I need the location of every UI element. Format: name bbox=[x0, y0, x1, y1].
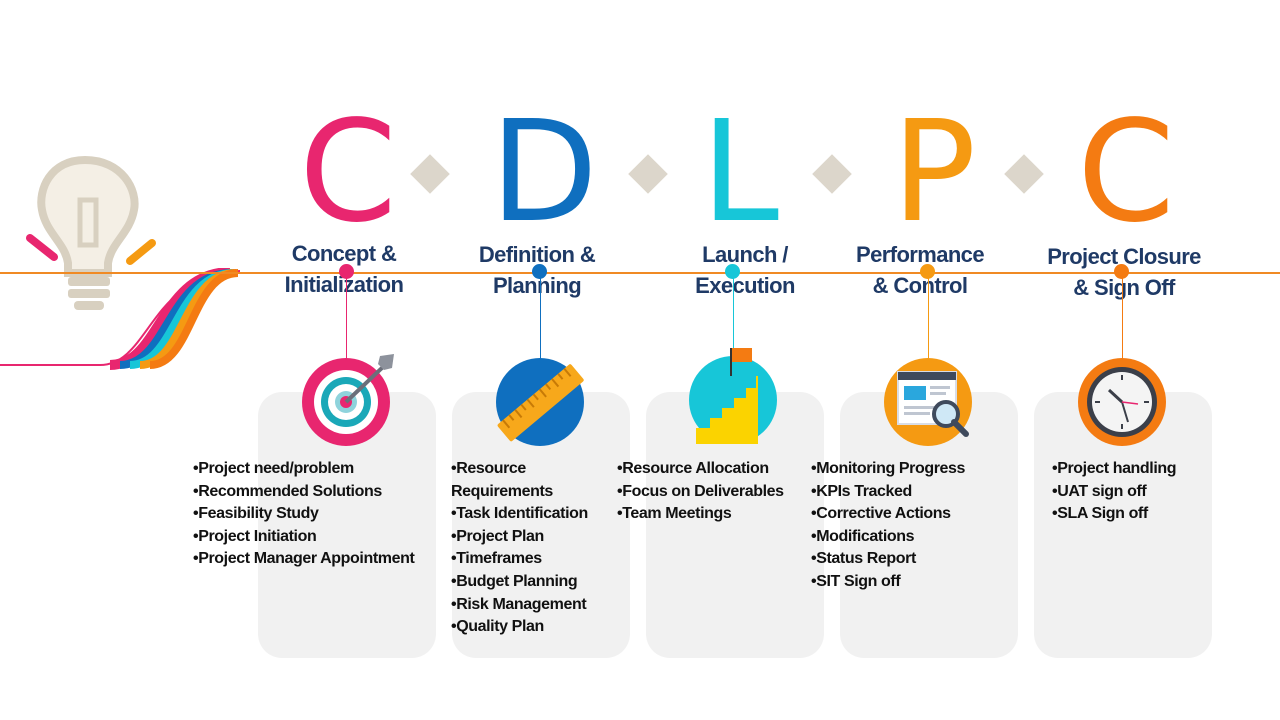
phase-title-line: Concept & bbox=[291, 241, 397, 266]
list-item: •Team Meetings bbox=[617, 505, 732, 523]
list-item: •UAT sign off bbox=[1052, 482, 1147, 500]
list-item: •SIT Sign off bbox=[811, 572, 901, 590]
list-item: •Budget Planning bbox=[451, 572, 578, 590]
timeline-dot bbox=[532, 264, 547, 279]
list-item: •Risk Management bbox=[451, 595, 587, 613]
list-item: •Modifications bbox=[811, 527, 915, 545]
phase-title-line: Launch / bbox=[702, 242, 788, 267]
timeline-dot bbox=[339, 264, 354, 279]
list-item: •Project Initiation bbox=[193, 527, 317, 545]
phase-letter-5: C bbox=[1077, 91, 1175, 254]
list-item: •Monitoring Progress bbox=[811, 460, 966, 477]
lightbulb-icon bbox=[26, 155, 156, 310]
phase-letter-3: L bbox=[701, 91, 779, 254]
list-item: •Project need/problem bbox=[193, 460, 354, 477]
clock-icon bbox=[1078, 358, 1166, 446]
phase-title-1: Concept & Initialization bbox=[244, 238, 444, 300]
monitor-magnifier-icon bbox=[884, 358, 972, 446]
phase-connector bbox=[540, 272, 541, 360]
phase-title-line: & Sign Off bbox=[1073, 275, 1175, 300]
list-item: •Resource Allocation bbox=[617, 460, 769, 477]
phase-connector bbox=[346, 272, 347, 360]
list-item: •Task Identification bbox=[451, 505, 588, 523]
bullet-list-5: •Project handling •UAT sign off •SLA Sig… bbox=[1052, 458, 1177, 526]
phase-title-line: Execution bbox=[695, 273, 795, 298]
list-item: •Feasibility Study bbox=[193, 505, 319, 523]
bullet-list-2: •Resource Requirements •Task Identificat… bbox=[451, 458, 588, 639]
phase-connector bbox=[928, 272, 929, 360]
phase-connector bbox=[1122, 272, 1123, 360]
bullet-list-4: •Monitoring Progress •KPIs Tracked •Corr… bbox=[811, 458, 965, 594]
colored-swoosh bbox=[0, 268, 240, 370]
bullet-list-3: •Resource Allocation •Focus on Deliverab… bbox=[617, 458, 784, 526]
phase-title-3: Launch / Execution bbox=[645, 239, 845, 301]
bullet-list-1: •Project need/problem •Recommended Solut… bbox=[193, 458, 415, 571]
list-item: •Quality Plan bbox=[451, 618, 544, 636]
list-item: •Focus on Deliverables bbox=[617, 482, 784, 500]
phase-title-line: & Control bbox=[872, 273, 968, 298]
phase-title-5: Project Closure & Sign Off bbox=[1024, 241, 1224, 303]
list-item: •Status Report bbox=[811, 550, 916, 568]
list-item: •Project handling bbox=[1052, 460, 1177, 477]
list-item: •Corrective Actions bbox=[811, 505, 951, 523]
separator-diamond bbox=[1004, 154, 1044, 194]
list-item: •Timeframes bbox=[451, 550, 542, 568]
separator-diamond bbox=[628, 154, 668, 194]
target-icon bbox=[302, 354, 394, 446]
ruler-icon bbox=[496, 358, 584, 446]
phase-connector bbox=[733, 272, 734, 350]
stairs-flag-icon bbox=[689, 348, 777, 444]
phase-letter-2: D bbox=[490, 91, 598, 254]
timeline-dot bbox=[920, 264, 935, 279]
list-item: •SLA Sign off bbox=[1052, 505, 1148, 523]
timeline-line bbox=[0, 272, 1280, 274]
phase-letter-4: P bbox=[891, 91, 977, 254]
phase-title-line: Definition & bbox=[478, 242, 596, 267]
phase-letter-1: C bbox=[299, 91, 397, 254]
list-item: •KPIs Tracked bbox=[811, 482, 912, 500]
list-item: •Project Manager Appointment bbox=[193, 550, 415, 568]
list-item: •Resource Requirements bbox=[451, 460, 553, 500]
timeline-dot bbox=[1114, 264, 1129, 279]
separator-diamond bbox=[812, 154, 852, 194]
list-item: •Project Plan bbox=[451, 527, 544, 545]
phase-title-line: Performance bbox=[856, 242, 985, 267]
phase-title-4: Performance & Control bbox=[820, 239, 1020, 301]
list-item: •Recommended Solutions bbox=[193, 482, 382, 500]
timeline-dot bbox=[725, 264, 740, 279]
